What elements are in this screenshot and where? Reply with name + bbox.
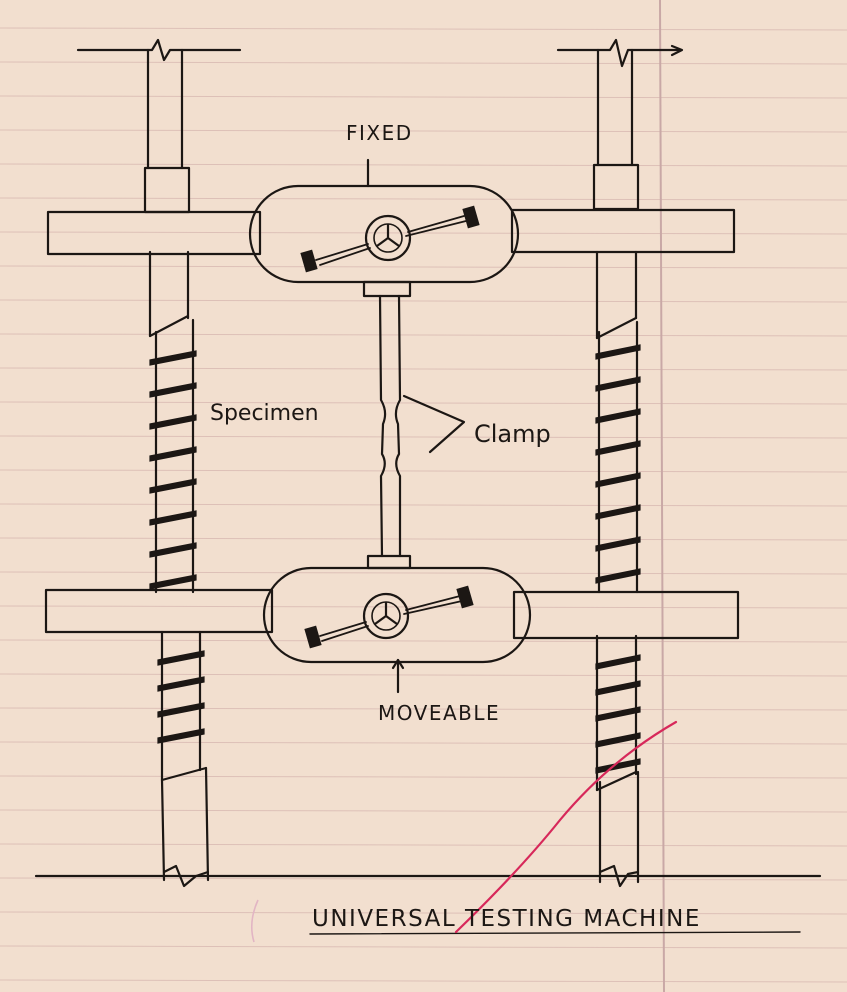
red-pen-stroke bbox=[454, 720, 678, 934]
movable-crossbar-right bbox=[512, 590, 740, 640]
upper-grip bbox=[362, 280, 412, 298]
movable-crossbar-left bbox=[44, 588, 274, 634]
thread-mark bbox=[595, 536, 641, 552]
ruled-line bbox=[0, 163, 847, 167]
margin-line bbox=[659, 0, 665, 992]
ruled-line bbox=[0, 129, 847, 133]
thread-mark bbox=[149, 542, 197, 558]
thread-mark bbox=[595, 732, 641, 748]
thread-mark bbox=[595, 344, 641, 360]
thread-mark bbox=[595, 758, 641, 774]
screw-threads bbox=[149, 344, 641, 774]
ruled-line bbox=[0, 367, 847, 371]
ruled-line bbox=[0, 61, 847, 65]
upper-handwheel bbox=[300, 205, 480, 273]
thread-mark bbox=[149, 574, 197, 590]
fixed-crosshead bbox=[46, 184, 736, 298]
thread-mark bbox=[595, 680, 641, 696]
ruled-line bbox=[0, 231, 847, 235]
fixed-crossbar-left bbox=[46, 210, 262, 256]
ruled-line bbox=[0, 571, 847, 575]
lower-handwheel bbox=[304, 585, 474, 649]
thread-mark bbox=[595, 706, 641, 722]
left-column-collar bbox=[143, 166, 191, 214]
title-underline bbox=[309, 931, 801, 935]
right-column-break bbox=[598, 864, 640, 888]
thread-mark bbox=[595, 504, 641, 520]
thread-mark bbox=[157, 676, 205, 692]
ruled-line bbox=[0, 877, 847, 881]
clamp-pointer bbox=[402, 394, 466, 454]
fixed-crossbar-right bbox=[510, 208, 736, 254]
ruled-line bbox=[0, 741, 847, 745]
thread-mark bbox=[595, 472, 641, 488]
ruled-line bbox=[0, 809, 847, 813]
ruled-line bbox=[0, 435, 847, 439]
ruled-line bbox=[0, 945, 847, 949]
lower-grip bbox=[366, 554, 412, 570]
ruled-line bbox=[0, 979, 847, 983]
ruled-line bbox=[0, 775, 847, 779]
top-right-break-line bbox=[556, 38, 682, 68]
diagram-title: UNIVERSAL TESTING MACHINE bbox=[312, 906, 701, 932]
top-left-break-line bbox=[76, 38, 242, 62]
ruled-line bbox=[0, 537, 847, 541]
paper-ruling bbox=[0, 27, 847, 983]
thread-mark bbox=[149, 414, 197, 430]
specimen-label: Specimen bbox=[210, 401, 319, 426]
ruled-line bbox=[0, 707, 847, 711]
thread-mark bbox=[157, 702, 205, 718]
movable-crosshead-body bbox=[262, 566, 532, 664]
thread-mark bbox=[149, 350, 197, 366]
thread-mark bbox=[149, 510, 197, 526]
clamp-label: Clamp bbox=[474, 420, 551, 448]
ruled-line bbox=[0, 673, 847, 677]
thread-mark bbox=[149, 382, 197, 398]
ruled-line bbox=[0, 401, 847, 405]
fixed-label: FIXED bbox=[346, 121, 413, 145]
specimen-bar bbox=[378, 294, 402, 558]
thread-mark bbox=[157, 728, 205, 744]
ruled-line bbox=[0, 605, 847, 609]
left-column-break bbox=[162, 864, 210, 888]
ruled-line bbox=[0, 265, 847, 269]
red-pen-mark bbox=[250, 899, 259, 943]
ruled-line bbox=[0, 639, 847, 643]
thread-mark bbox=[157, 650, 205, 666]
ruled-line bbox=[0, 95, 847, 99]
ruled-line bbox=[0, 911, 847, 915]
ruled-line bbox=[0, 197, 847, 201]
movable-label: MOVEABLE bbox=[378, 701, 500, 725]
ruled-line bbox=[0, 27, 847, 31]
thread-mark bbox=[595, 568, 641, 584]
thread-mark bbox=[595, 654, 641, 670]
ruled-line bbox=[0, 333, 847, 337]
ruled-line bbox=[0, 843, 847, 847]
ruled-line bbox=[0, 503, 847, 507]
thread-mark bbox=[149, 478, 197, 494]
ruled-line bbox=[0, 299, 847, 303]
left-column bbox=[143, 48, 210, 888]
thread-mark bbox=[595, 376, 641, 392]
ruled-line bbox=[0, 469, 847, 473]
thread-mark bbox=[595, 408, 641, 424]
right-column-collar bbox=[592, 163, 640, 211]
thread-mark bbox=[595, 440, 641, 456]
thread-mark bbox=[149, 446, 197, 462]
